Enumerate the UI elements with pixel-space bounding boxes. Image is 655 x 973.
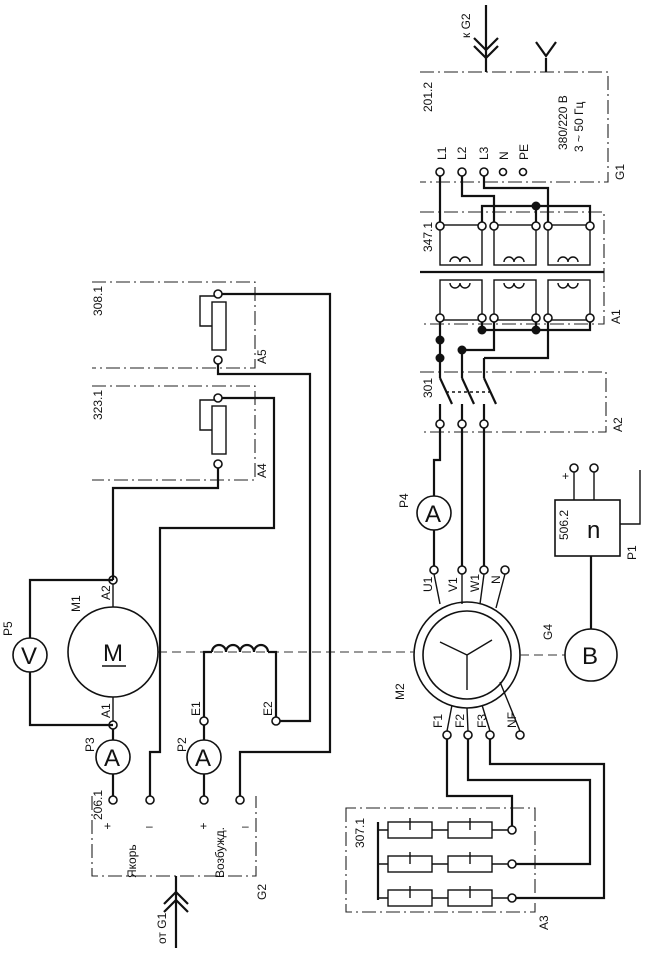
n-term-label: N bbox=[489, 575, 503, 584]
ammeter-p4: A P4 bbox=[397, 493, 452, 531]
frequency-label: 3 ~ 50 Гц bbox=[572, 101, 586, 152]
unit-308-1-label: 308.1 bbox=[91, 286, 105, 316]
ammeter-p4-symbol: A bbox=[425, 501, 441, 528]
g1-label: G1 bbox=[613, 164, 627, 180]
n-label: N bbox=[497, 151, 511, 160]
f2-label: F2 bbox=[453, 714, 467, 728]
m1-label: M1 bbox=[69, 595, 83, 612]
transformer-bottom-windings bbox=[439, 279, 591, 321]
tachogenerator-g4: B G4 bbox=[541, 624, 618, 682]
unit-323-1: 323.1 A4 bbox=[91, 385, 269, 481]
unit-323-1-label: 323.1 bbox=[91, 390, 105, 420]
a1-term-label: A1 bbox=[99, 703, 113, 718]
excitation-label: Возбужд. bbox=[213, 827, 227, 878]
plug-to-g2: к G2 bbox=[459, 5, 557, 72]
plus-506: + bbox=[562, 469, 569, 483]
pe-label: PE bbox=[517, 144, 531, 160]
unit-201-2-label: 201.2 bbox=[421, 82, 435, 112]
l2-label: L2 bbox=[455, 146, 469, 160]
g2-label: G2 bbox=[255, 884, 269, 900]
armature-label: Якорь bbox=[125, 844, 139, 878]
plus-excitation: + bbox=[200, 819, 207, 833]
unit-347-1: 347.1 A1 bbox=[420, 211, 623, 325]
voltmeter-p5: V P5 bbox=[1, 578, 113, 727]
transformer-top-windings bbox=[439, 224, 591, 266]
unit-301-switch: 301 A2 bbox=[420, 340, 625, 433]
minus-armature: – bbox=[146, 819, 153, 833]
e2-label: E2 bbox=[261, 701, 275, 716]
voltage-label: 380/220 В bbox=[556, 95, 570, 150]
l1-label: L1 bbox=[435, 146, 449, 160]
n-terminal bbox=[498, 167, 508, 177]
unit-201-2: 201.2 380/220 В 3 ~ 50 Гц G1 L1 L2 L3 N … bbox=[420, 71, 627, 183]
unit-206-1-label: 206.1 bbox=[91, 790, 105, 820]
shaft-axis bbox=[158, 651, 565, 656]
unit-506-2-label: 506.2 bbox=[557, 510, 571, 540]
tacho-symbol: B bbox=[582, 643, 598, 670]
l3-label: L3 bbox=[477, 146, 491, 160]
p1-label: P1 bbox=[625, 545, 639, 560]
g4-label: G4 bbox=[541, 624, 555, 640]
g1-feed-label: от G1 bbox=[155, 912, 169, 944]
u1-label: U1 bbox=[421, 576, 435, 592]
excitation-winding bbox=[202, 643, 278, 721]
nf-label: NF bbox=[505, 712, 519, 728]
unit-206-1: 206.1 G2 Якорь Возбужд. + – + – bbox=[91, 790, 269, 900]
m2-label: M2 bbox=[393, 683, 407, 700]
unit-506-2: 506.2 n P1 + bbox=[554, 463, 641, 560]
l3-terminal bbox=[479, 167, 489, 177]
plug-from-g1: от G1 bbox=[155, 876, 189, 948]
a1-label: A1 bbox=[609, 309, 623, 324]
minus-excitation: – bbox=[242, 819, 249, 833]
a3-label: A3 bbox=[537, 915, 551, 930]
unit-301-label: 301 bbox=[421, 378, 435, 398]
p2-label: P2 bbox=[175, 737, 189, 752]
a2-term-label: A2 bbox=[99, 585, 113, 600]
ammeter-p3-symbol: A bbox=[104, 745, 120, 772]
l2-terminal bbox=[457, 167, 467, 177]
a5-label: A5 bbox=[255, 349, 269, 364]
unit-347-1-label: 347.1 bbox=[421, 222, 435, 252]
pe-terminal bbox=[518, 167, 528, 177]
machine-m2: M2 U1 V1 W1 N F1 F2 F3 NF bbox=[393, 565, 525, 740]
ammeter-p3: A P3 bbox=[83, 737, 131, 775]
f1-label: F1 bbox=[431, 714, 445, 728]
p3-label: P3 bbox=[83, 737, 97, 752]
motor-symbol: M bbox=[103, 640, 123, 667]
unit-307-1-label: 307.1 bbox=[353, 818, 367, 848]
unit-308-1: 308.1 A5 bbox=[91, 281, 269, 369]
l1-terminal bbox=[435, 167, 445, 177]
g2-feed-label: к G2 bbox=[459, 13, 473, 38]
p5-label: P5 bbox=[1, 621, 15, 636]
voltmeter-symbol: V bbox=[21, 643, 37, 670]
motor-m1: M M1 A2 A1 bbox=[67, 575, 159, 730]
plus-armature: + bbox=[104, 819, 111, 833]
ammeter-p2-symbol: A bbox=[195, 745, 211, 772]
v1-label: V1 bbox=[446, 577, 460, 592]
unit-307-1: 307.1 A3 bbox=[345, 807, 551, 930]
p4-label: P4 bbox=[397, 493, 411, 508]
a4-label: A4 bbox=[255, 463, 269, 478]
w1-label: W1 bbox=[468, 574, 482, 592]
ammeter-p2: A P2 bbox=[175, 737, 222, 775]
speed-symbol: n bbox=[587, 517, 600, 544]
e1-label: E1 bbox=[189, 701, 203, 716]
a2-label: A2 bbox=[611, 417, 625, 432]
